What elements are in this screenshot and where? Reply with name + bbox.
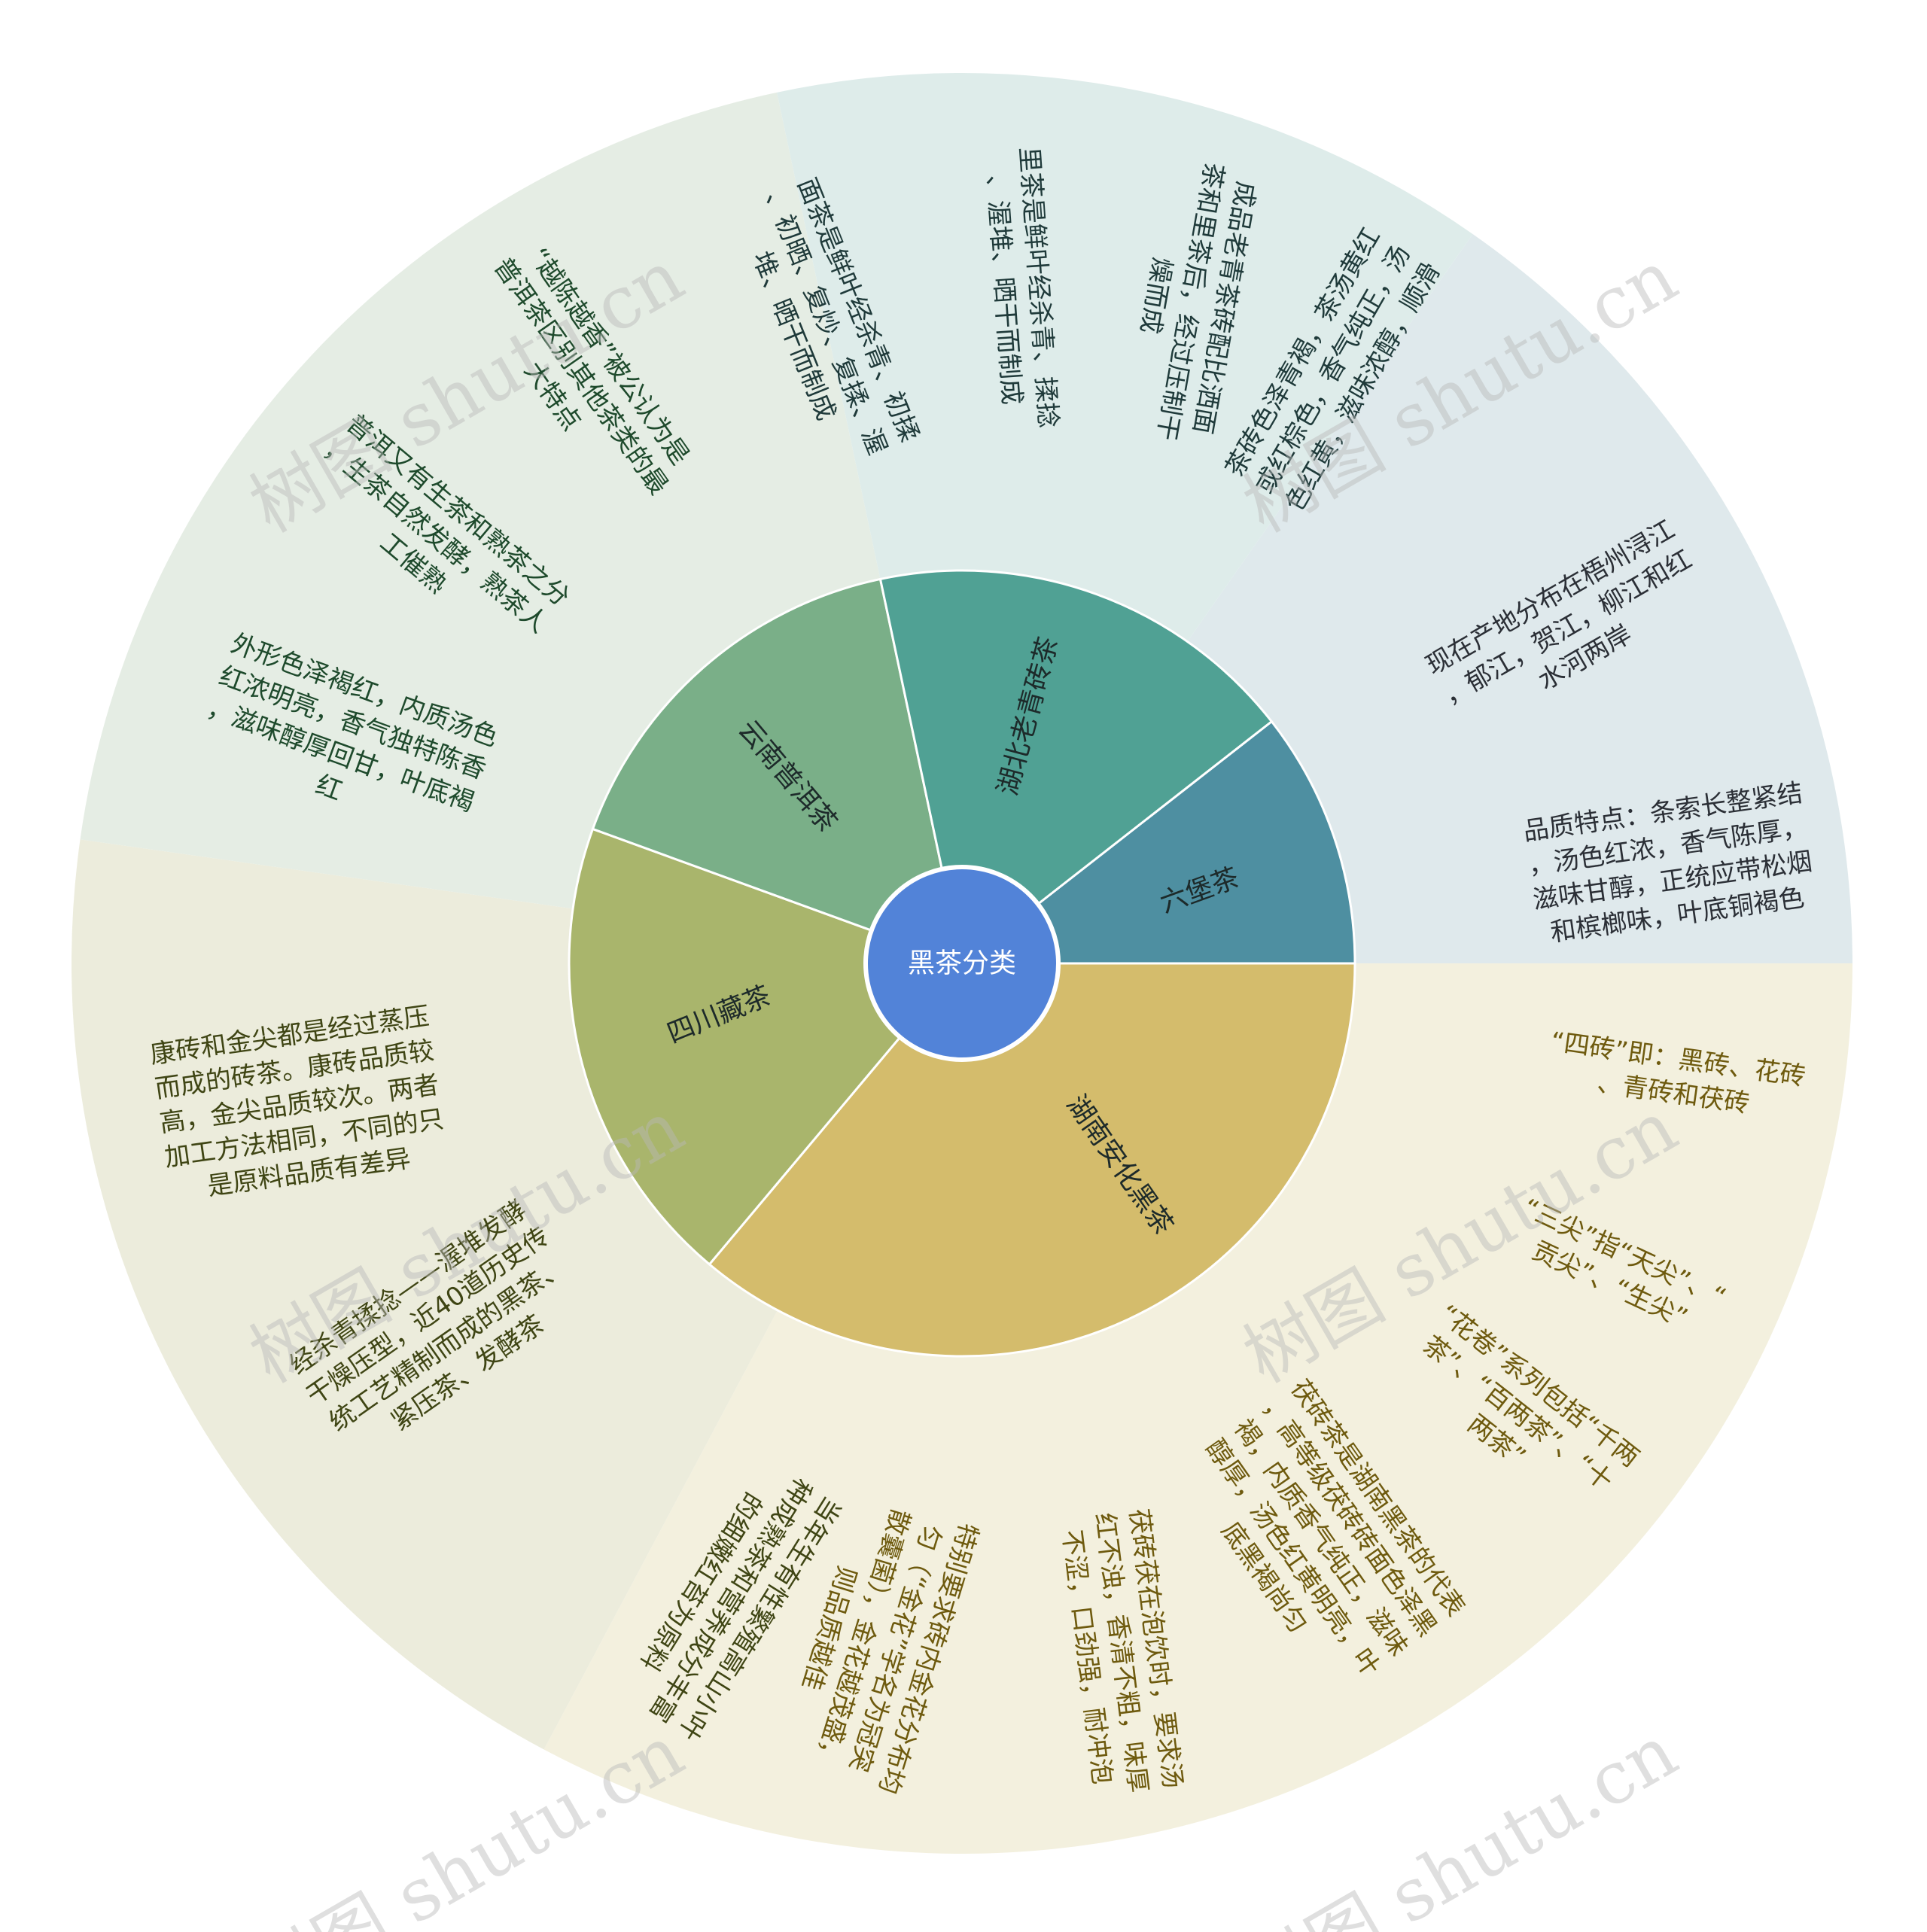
category-yunnan[interactable]: 云南普洱茶 <box>591 577 964 966</box>
center-label: 黑茶分类 <box>908 948 1016 979</box>
inner-sector-yunnan[interactable] <box>591 577 964 966</box>
center-circle <box>863 865 1061 1062</box>
inner-sector-sichuan[interactable] <box>568 827 964 1266</box>
outer-sector-sichuan <box>71 839 778 1750</box>
inner-sector-liubao[interactable] <box>958 720 1356 965</box>
outer-sector-liubao <box>1187 233 1852 964</box>
leaf-sichuan-3: 康砖和金尖都是经过蒸压而成的砖茶。康砖品质较高，金尖品质较次。两者加工方法相同，… <box>148 1001 446 1202</box>
inner-sector-hubei[interactable] <box>878 569 1274 966</box>
inner-sector-hunan[interactable] <box>708 962 1356 1358</box>
category-liubao[interactable]: 六堡茶 <box>958 720 1356 965</box>
category-sichuan[interactable]: 四川藏茶 <box>568 827 964 1266</box>
outer-ring: 现在产地分布在梧州浔江，郁江，贺江，柳江和红水河两岸品质特点：条索长整紧结，汤色… <box>71 73 1852 1854</box>
leaf-liubao-2: 品质特点：条索长整紧结，汤色红浓，香气陈厚，滋味甘醇，正统应带松烟和槟榔味，叶底… <box>1521 778 1814 948</box>
inner-ring: 六堡茶湖南安化黑茶四川藏茶云南普洱茶湖北老青砖茶 <box>568 569 1356 1358</box>
watermark-text: 树图 shutu.cn <box>236 1709 697 1932</box>
outer-sector-hubei <box>777 73 1473 642</box>
center-node: 黑茶分类 <box>863 865 1061 1062</box>
outer-sector-yunnan <box>80 92 881 909</box>
category-hubei[interactable]: 湖北老青砖茶 <box>878 569 1274 966</box>
category-hunan[interactable]: 湖南安化黑茶 <box>708 962 1356 1358</box>
outer-sector-hunan <box>543 963 1852 1854</box>
